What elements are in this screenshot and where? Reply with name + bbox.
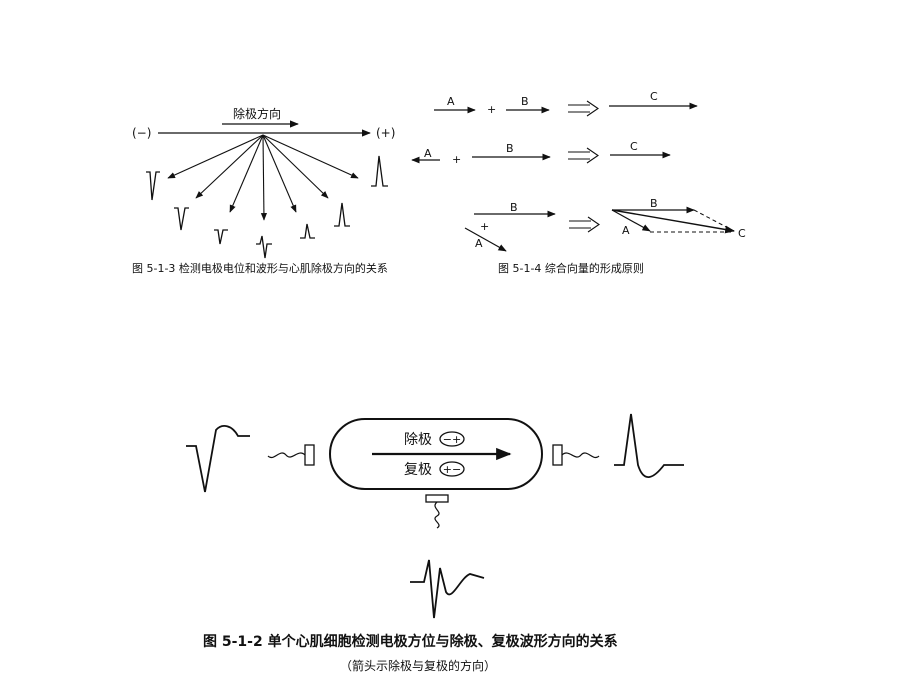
triangle-vector-a (611, 209, 651, 232)
waveform-deep-negative (146, 171, 160, 201)
right-electrode-wire (561, 452, 600, 458)
row1-plus: + (487, 103, 496, 116)
bottom-electrode-wire (434, 501, 440, 529)
row1-vector-c-label: C (650, 90, 658, 103)
row1-implies-arrow (568, 100, 599, 117)
triangle-resultant-c (611, 209, 735, 234)
bottom-waveform (410, 559, 485, 619)
depol-sign: −+ (443, 433, 461, 446)
left-electrode-wire (267, 452, 306, 458)
caption-5-1-3: 图 5-1-3 检测电极电位和波形与心肌除极方向的关系 (132, 261, 388, 275)
triangle-c-label: C (738, 227, 746, 240)
waveform-small-negative (214, 229, 228, 245)
radiating-arrows (167, 134, 359, 221)
row2-vector-b-label: B (506, 142, 514, 155)
left-waveform (186, 425, 250, 493)
myocardial-cell (329, 418, 543, 490)
negative-pole-label: (−) (132, 126, 151, 140)
row3-vector-b-label: B (510, 201, 518, 214)
depol-sign-badge (439, 431, 465, 447)
row2-vector-a-label: A (424, 147, 432, 160)
triangle-b-label: B (650, 197, 658, 210)
row1-vector-b-label: B (521, 95, 529, 108)
arrow-ray-3 (229, 134, 264, 213)
caption-5-1-4: 图 5-1-4 综合向量的形成原则 (498, 261, 644, 275)
waveform-biphasic (256, 235, 272, 259)
repol-sign: +− (443, 463, 461, 476)
row1-vector-a-label: A (447, 95, 455, 108)
row2-plus: + (452, 153, 461, 166)
left-electrode (304, 444, 315, 466)
waveform-small-positive (300, 223, 315, 239)
right-waveform (614, 413, 684, 478)
row3-plus: + (480, 220, 489, 233)
row2-vector-c-label: C (630, 140, 638, 153)
right-electrode (552, 444, 563, 466)
depolarization-label: 除极 (404, 432, 432, 448)
arrow-ray-2 (195, 134, 264, 199)
waveform-negative (174, 207, 189, 231)
arrow-ray-7 (262, 134, 359, 179)
repol-sign-badge (439, 461, 465, 477)
waveform-positive (334, 202, 350, 227)
subcaption-5-1-2: （箭头示除极与复极的方向） (340, 658, 496, 673)
arrow-ray-4 (260, 134, 267, 221)
waveform-tall-positive (371, 155, 388, 187)
waveforms-5-1-3 (146, 155, 388, 259)
row2-implies-arrow (568, 147, 599, 164)
repolarization-label: 复极 (404, 461, 432, 478)
arrow-ray-6 (262, 134, 329, 199)
dashed-side-1 (693, 209, 735, 232)
depolarization-direction-label: 除极方向 (233, 106, 281, 121)
row3-vector-a-label: A (475, 237, 483, 250)
triangle-a-label: A (622, 224, 630, 237)
figure-5-1-3: 除极方向 (−) (+) 图 5-1-3 检测电极电位和波形与心肌除极方向的关系 (132, 106, 395, 275)
bottom-electrode (425, 494, 449, 503)
arrow-ray-1 (167, 134, 264, 179)
row3-implies-arrow (569, 216, 600, 233)
caption-5-1-2: 图 5-1-2 单个心肌细胞检测电极方位与除极、复极波形方向的关系 (203, 633, 618, 650)
figure-5-1-4: A + B C A + B C B + A B A C 图 5-1-4 综合向量… (411, 90, 746, 275)
row3-vector-a (464, 227, 507, 252)
positive-pole-label: (+) (376, 126, 395, 140)
figure-5-1-2: 除极 −+ 复极 +− 图 5-1-2 单个心肌细胞检测电极方位与除极、复极波形… (186, 413, 684, 673)
arrow-ray-5 (262, 134, 297, 213)
